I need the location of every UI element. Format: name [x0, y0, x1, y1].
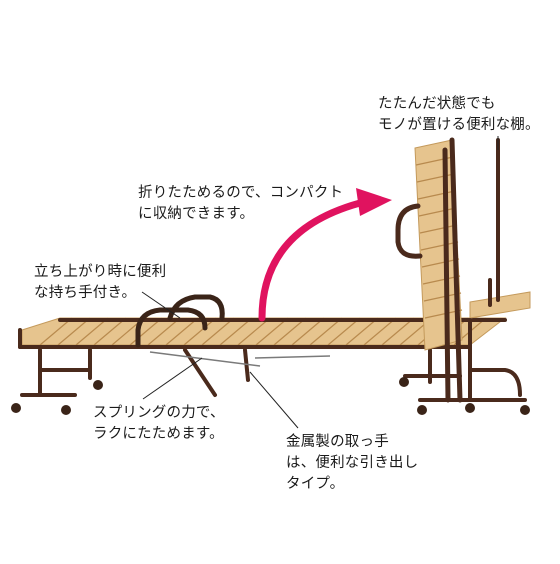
caption-shelf: たたんだ状態でも モノが置ける便利な棚。	[378, 94, 540, 136]
caption-compact: 折りたためるので、コンパクト に収納できます。	[138, 183, 343, 225]
caption-pull-line1: 金属製の取っ手	[286, 434, 389, 450]
caption-compact-line1: 折りたためるので、コンパクト	[138, 185, 344, 201]
caption-pull: 金属製の取っ手 は、便利な引き出し タイプ。	[286, 432, 418, 495]
folded-bed	[395, 137, 531, 415]
standing-handle	[135, 294, 225, 348]
leader-lines	[141, 136, 499, 429]
fold-arrow	[258, 188, 392, 322]
caption-shelf-line1: たたんだ状態でも	[378, 96, 496, 112]
bed-slats	[21, 317, 507, 346]
caption-spring-line2: ラクにたためます。	[93, 426, 224, 442]
caption-handle-line2: な持ち手付き。	[34, 285, 137, 301]
caption-handle: 立ち上がり時に便利 な持ち手付き。	[34, 262, 166, 304]
caption-pull-line2: は、便利な引き出し	[286, 455, 419, 471]
casters-left	[11, 380, 103, 415]
caption-spring: スプリングの力で、 ラクにたためます。	[93, 403, 225, 445]
caption-handle-line1: 立ち上がり時に便利	[34, 264, 167, 280]
caption-shelf-line2: モノが置ける便利な棚。	[378, 117, 540, 133]
caption-compact-line2: に収納できます。	[138, 206, 255, 222]
caption-pull-line3: タイプ。	[286, 476, 345, 492]
spring	[149, 351, 331, 367]
caption-spring-line1: スプリングの力で、	[93, 405, 225, 421]
